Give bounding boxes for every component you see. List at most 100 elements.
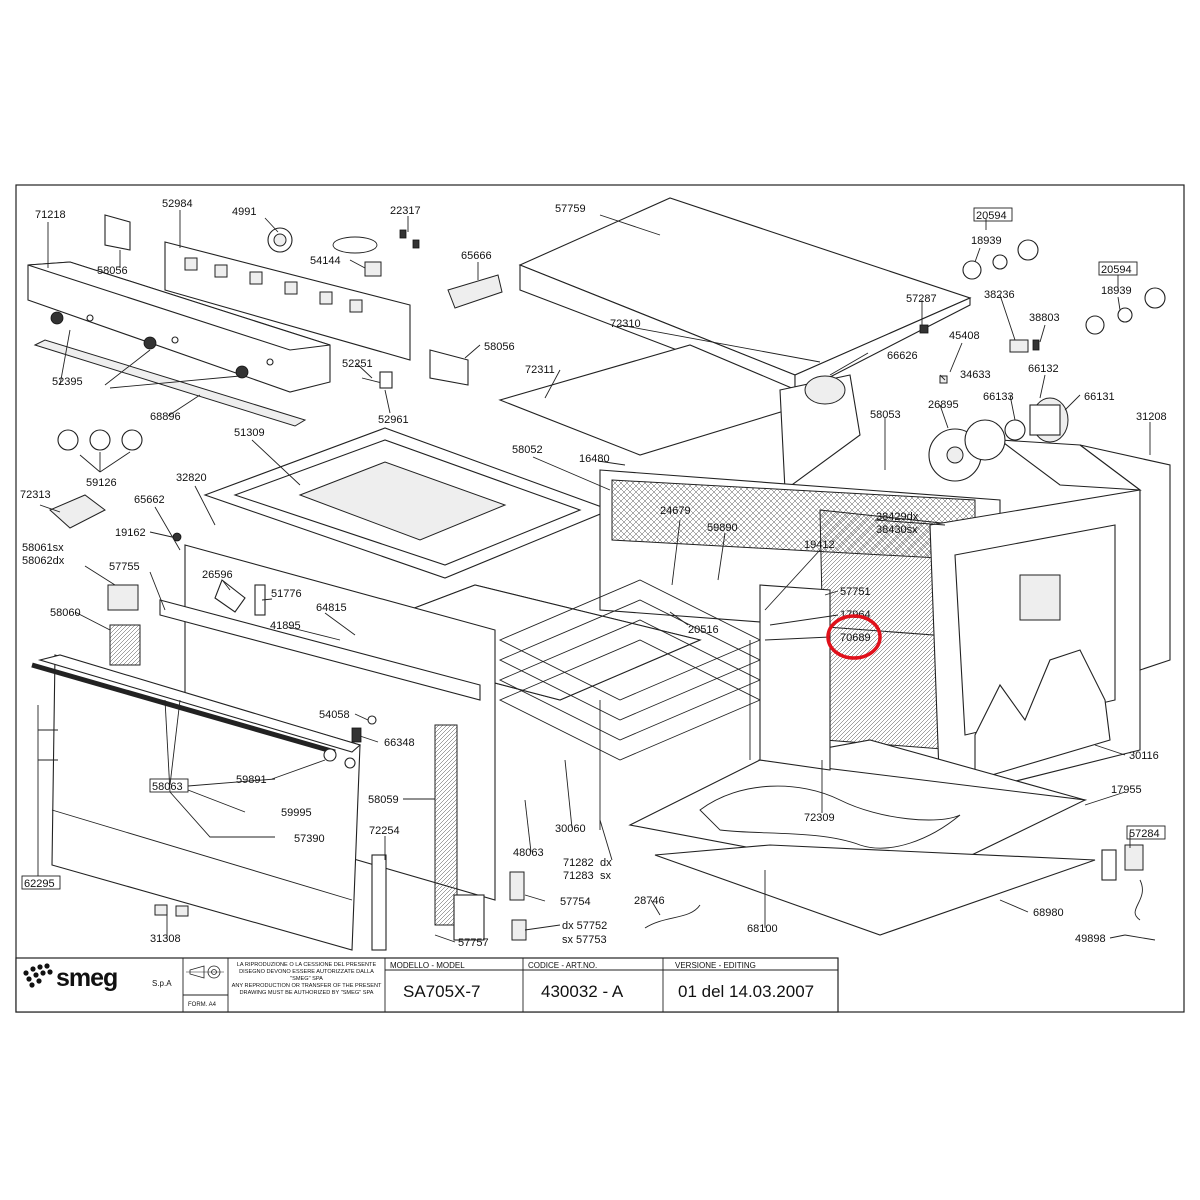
title-block: smeg S.p.A FORM. A4 LA RIPRODUZIONE O LA… [15,957,839,1013]
leader-lines [37,210,1151,943]
part-label-58061sx: 58061sx [22,542,64,554]
part-label-38429dx: 38429dx [876,511,919,523]
part-label-72310: 72310 [610,318,641,330]
oven-cavity-group [599,239,1171,941]
control-panel-group [27,214,503,529]
box-57284 [1126,825,1166,840]
part-label-52984: 52984 [162,198,193,210]
highlight-circle [826,614,882,660]
part-label-17955: 17955 [1111,784,1142,796]
model-value: SA705X-7 [403,982,481,1001]
part-label-71283sx: sx [600,870,612,882]
part-label-52395: 52395 [52,376,83,388]
part-label-30060: 30060 [555,823,586,835]
part-label-58063: 58063 [152,781,183,793]
part-label-48063: 48063 [513,847,544,859]
part-label-57754: 57754 [560,896,591,908]
part-label-30116: 30116 [1129,750,1159,762]
top-cover-group [498,197,972,492]
part-label-72254: 72254 [369,825,400,837]
part-label-72313: 72313 [20,489,51,501]
part-label-54058: 54058 [319,709,350,721]
part-label-71283: 71283 [563,870,594,882]
part-label-71282dx: dx [600,857,612,869]
part-label-66131: 66131 [1084,391,1115,403]
part-label-58062dx: 58062dx [22,555,65,567]
part-label-57752: dx 57752 [562,920,607,932]
version-header: VERSIONE - EDITING [675,961,756,970]
part-label-32820: 32820 [176,472,207,484]
part-label-51776: 51776 [271,588,302,600]
part-label-41895: 41895 [270,620,301,632]
part-label-59126: 59126 [86,477,117,489]
part-label-20594b: 20594 [1101,264,1132,276]
part-label-70689: 70689 [840,632,871,644]
part-label-57284: 57284 [1129,828,1160,840]
part-label-18939b: 18939 [1101,285,1132,297]
part-label-28746: 28746 [634,895,665,907]
part-label-68896: 68896 [150,411,181,423]
part-label-52251: 52251 [342,358,373,370]
model-header: MODELLO - MODEL [390,961,465,970]
front-frame-door-group [31,532,527,951]
part-label-68100: 68100 [747,923,778,935]
part-label-71218: 71218 [35,209,66,221]
part-labels: 71218 52984 4991 22317 57759 20594 18939 58056 5… [20,198,1167,949]
brand-suffix: S.p.A [152,979,172,988]
box-20594a [973,207,1013,222]
part-label-65662: 65662 [134,494,165,506]
part-label-54144: 54144 [310,255,341,267]
part-label-58056a: 58056 [97,265,128,277]
part-label-57759: 57759 [555,203,586,215]
part-label-66626: 66626 [887,350,918,362]
part-label-45408: 45408 [949,330,980,342]
notice-italian: LA RIPRODUZIONE O LA CESSIONE DEL PRESEN… [236,962,377,982]
part-label-71282: 71282 [563,857,594,869]
part-label-65666: 65666 [461,250,492,262]
part-label-58060: 58060 [50,607,81,619]
projection-symbol-icon [186,965,224,979]
notice-block: LA RIPRODUZIONE O LA CESSIONE DEL PRESEN… [231,962,382,996]
smeg-logo-dots [23,963,53,988]
part-label-66348: 66348 [384,737,415,749]
part-label-58059: 58059 [368,794,399,806]
part-label-58056b: 58056 [484,341,515,353]
part-label-57755: 57755 [109,561,140,573]
part-label-58053: 58053 [870,409,901,421]
box-58063 [149,778,189,793]
part-label-38236: 38236 [984,289,1015,301]
form-label: FORM. A4 [188,1002,217,1008]
part-label-59890: 59890 [707,522,738,534]
part-label-57287: 57287 [906,293,937,305]
part-label-62295: 62295 [24,878,55,890]
part-label-57390: 57390 [294,833,325,845]
code-header: CODICE - ART.NO. [528,961,597,970]
part-label-68980: 68980 [1033,907,1064,919]
part-label-31208: 31208 [1136,411,1167,423]
part-label-64815: 64815 [316,602,347,614]
part-label-49898: 49898 [1075,933,1106,945]
part-label-20594a: 20594 [976,210,1007,222]
part-label-58052: 58052 [512,444,543,456]
part-label-26596: 26596 [202,569,233,581]
part-label-57751: 57751 [840,586,871,598]
part-label-22317: 22317 [390,205,421,217]
part-label-66133: 66133 [983,391,1014,403]
code-value: 430032 - A [541,982,624,1001]
part-label-52961: 52961 [378,414,409,426]
part-label-72309: 72309 [804,812,835,824]
box-62295 [21,875,61,890]
notice-english: ANY REPRODUCTION OR TRANSFER OF THE PRES… [231,983,382,996]
part-label-59891: 59891 [236,774,267,786]
part-label-19412: 19412 [804,539,835,551]
version-value: 01 del 14.03.2007 [678,982,814,1001]
part-label-31308: 31308 [150,933,181,945]
box-20594b [1098,261,1138,276]
part-label-19162: 19162 [115,527,146,539]
part-label-24679: 24679 [660,505,691,517]
part-label-4991: 4991 [232,206,256,218]
part-label-38803: 38803 [1029,312,1060,324]
part-label-57753: sx 57753 [562,934,607,946]
part-label-72311: 72311 [525,364,555,376]
door-glass-frame-group [203,427,612,579]
